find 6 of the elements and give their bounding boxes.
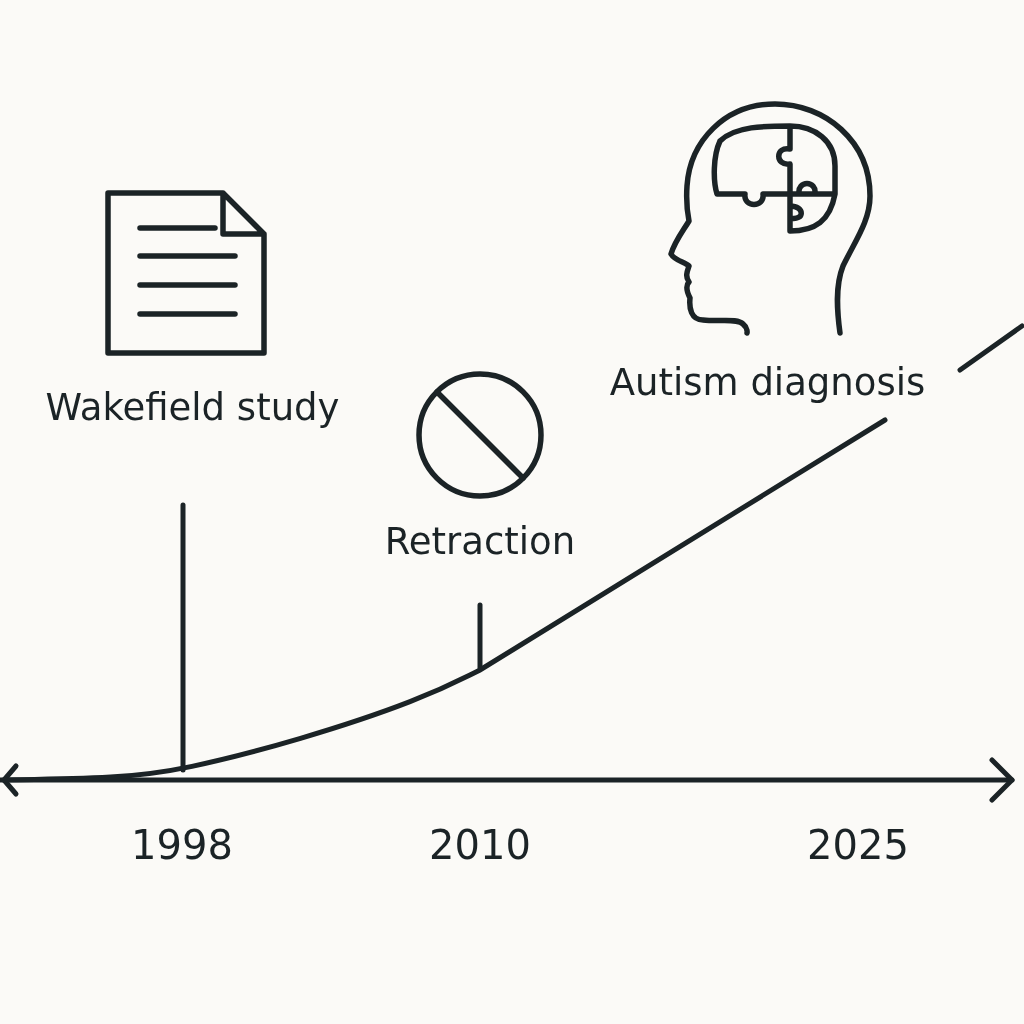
- event-label: Autism diagnosis: [609, 361, 926, 404]
- event-label: Wakefield study: [45, 386, 340, 429]
- year-label: 2025: [807, 822, 909, 868]
- year-label: 2010: [429, 822, 531, 868]
- year-label: 1998: [131, 822, 233, 868]
- event-label: Retraction: [384, 520, 576, 563]
